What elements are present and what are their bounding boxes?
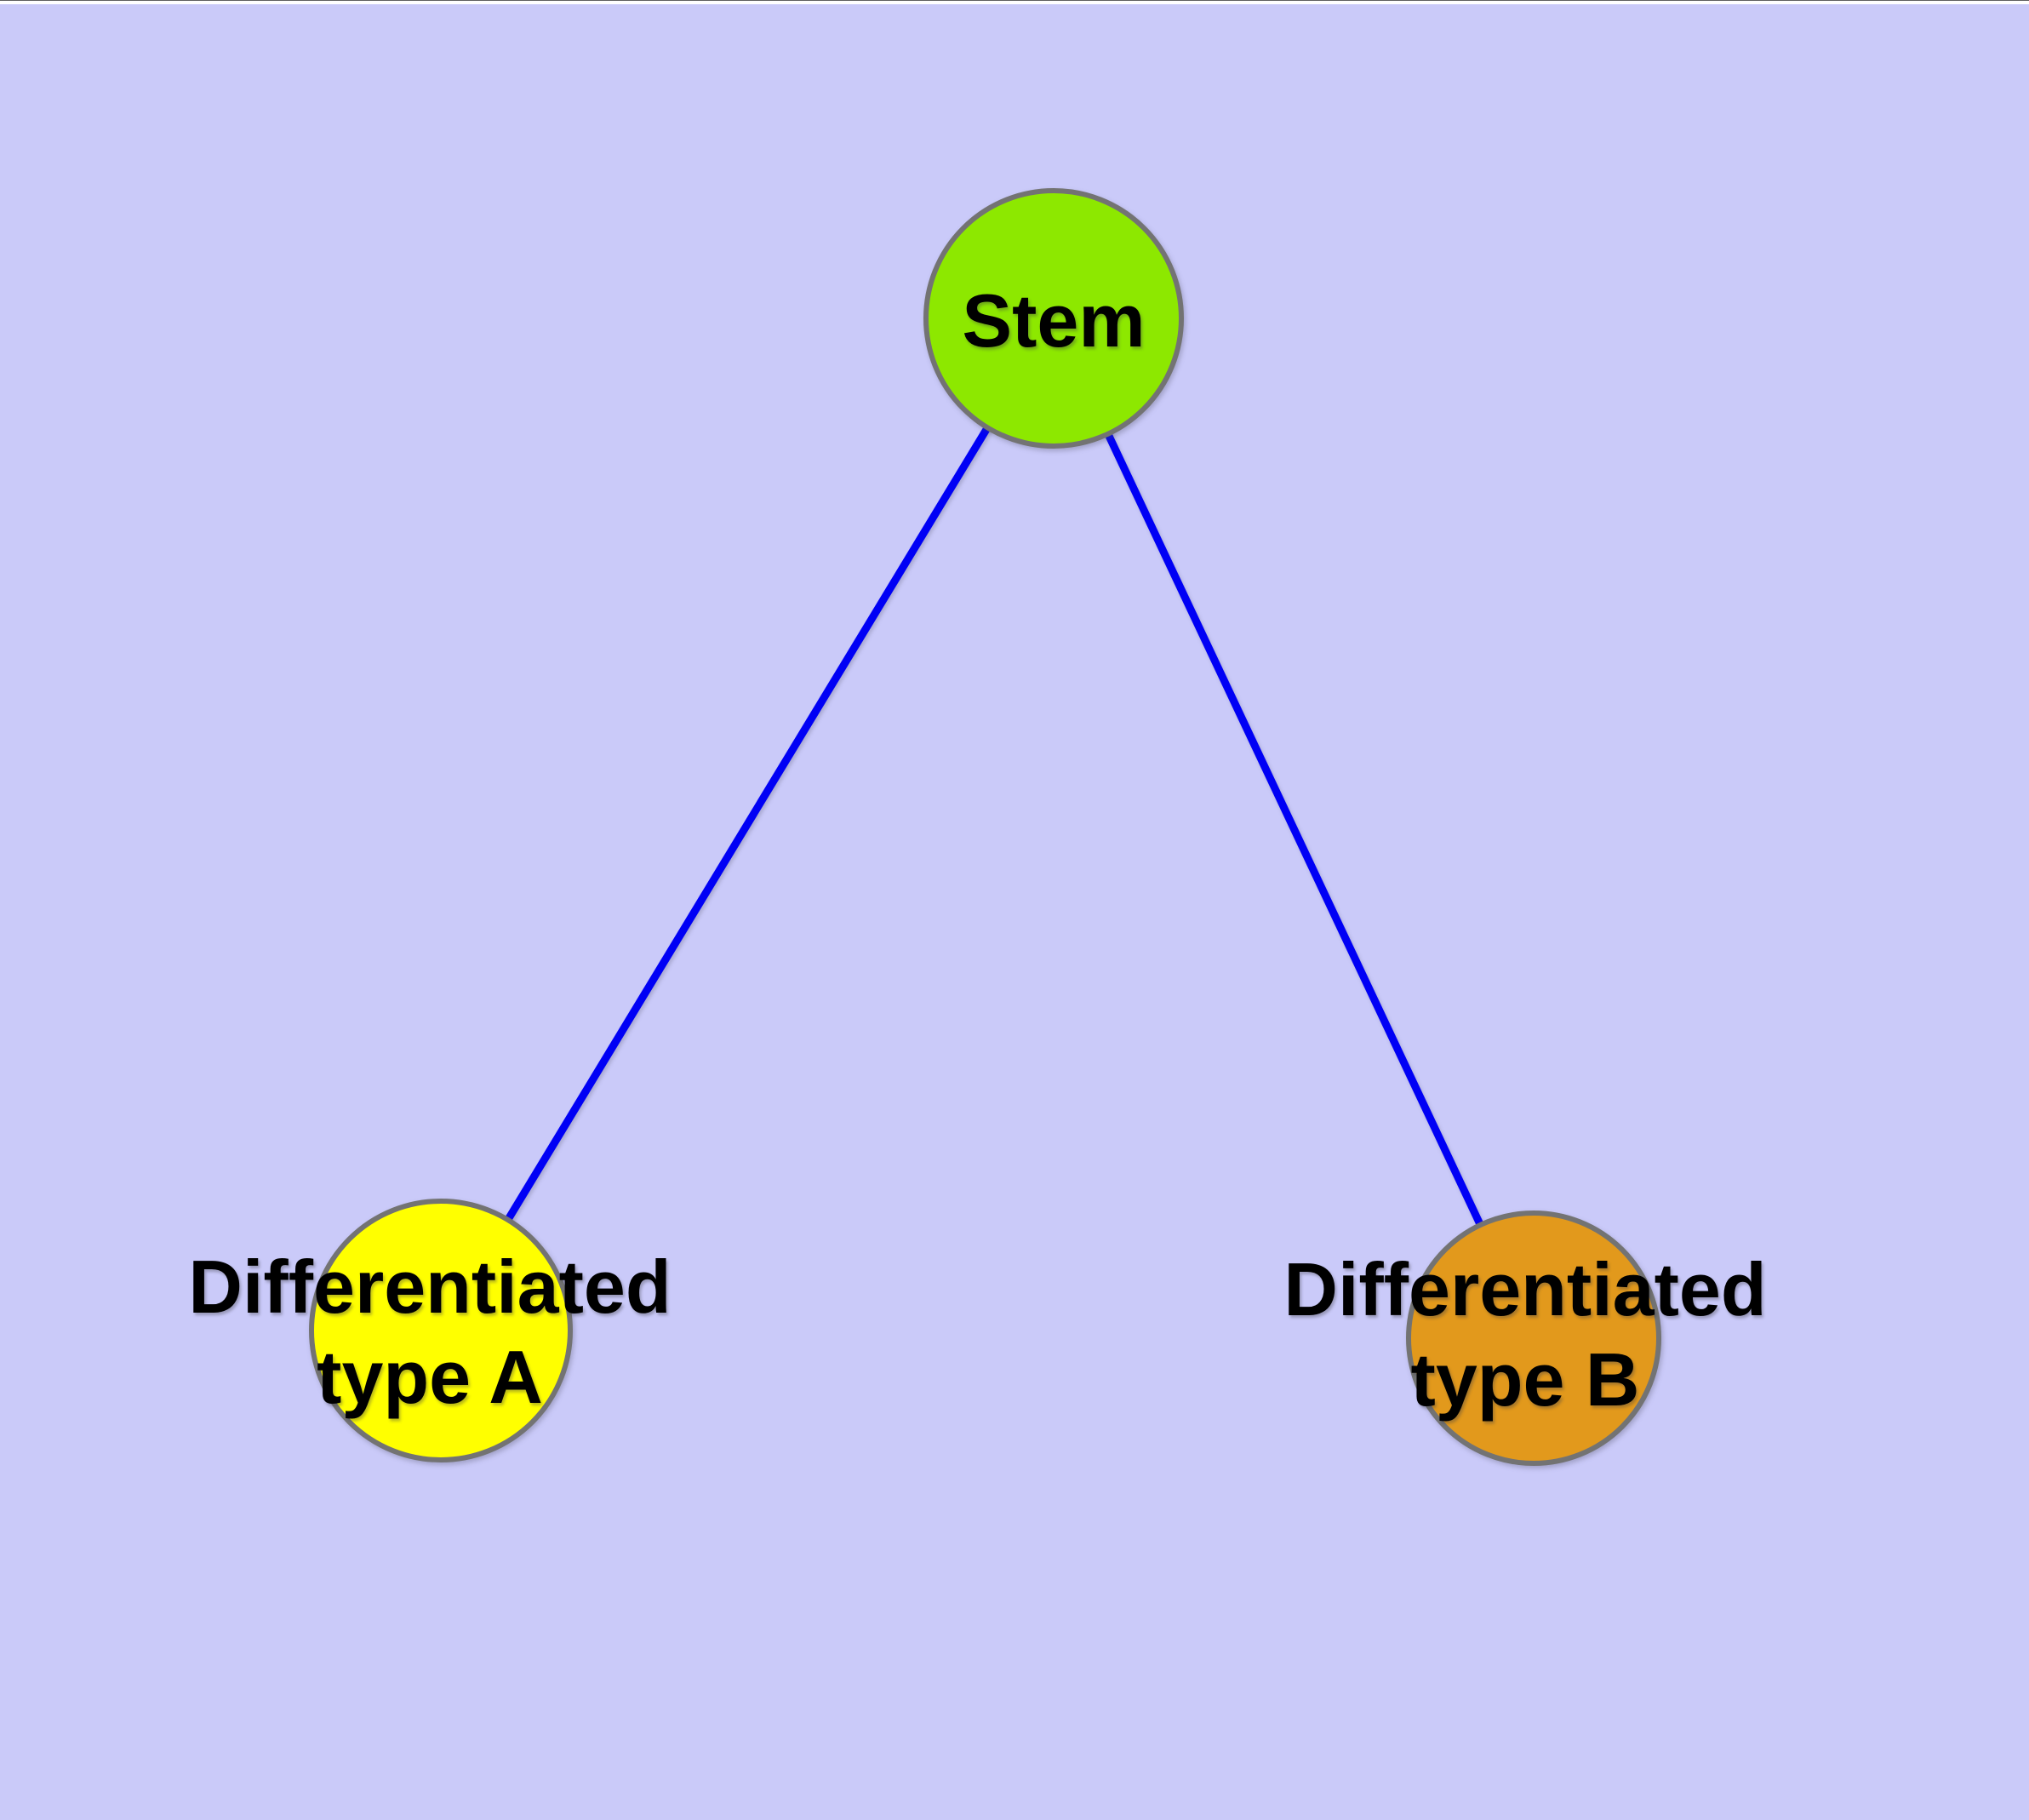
- node-type-b-label: Differentiated type B: [1283, 1245, 1766, 1425]
- node-type-b-circle: [1406, 1210, 1661, 1466]
- window-top-edge: [0, 0, 2029, 4]
- edge-stem-to-type-b: [1049, 317, 1538, 1340]
- node-type-a-label: Differentiated type A: [188, 1242, 671, 1422]
- node-type-a-label-line-1: Differentiated: [188, 1245, 672, 1329]
- edge-stem-to-type-a: [437, 316, 1057, 1333]
- node-type-a-label-line-2: type A: [317, 1335, 543, 1419]
- node-stem-label-line-1: Stem: [962, 278, 1146, 363]
- node-stem-circle: [923, 188, 1184, 449]
- node-type-a-circle: [309, 1199, 573, 1462]
- node-stem-label: Stem: [962, 276, 1145, 366]
- node-type-b-label-line-2: type B: [1410, 1337, 1640, 1422]
- node-type-b-label-line-1: Differentiated: [1283, 1247, 1767, 1331]
